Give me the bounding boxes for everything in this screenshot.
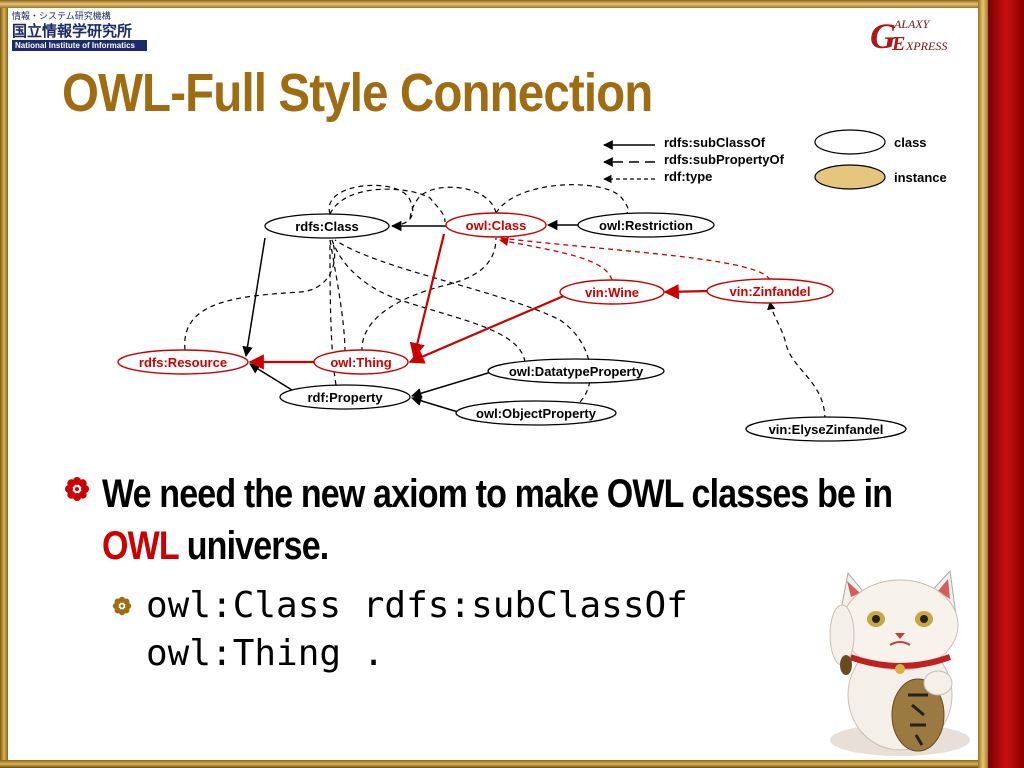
node-owl-thing-label: owl:Thing xyxy=(330,355,391,370)
edge-objectproperty-sub-property xyxy=(410,395,459,413)
org-line3: National Institute of Informatics xyxy=(12,40,147,51)
node-owl-datatypeproperty: owl:DatatypeProperty xyxy=(487,358,665,384)
logo-letter-e: E xyxy=(891,33,905,55)
frame-red-right xyxy=(988,0,1024,768)
legend-instance-shape xyxy=(814,164,886,190)
code-line2: owl:Thing . xyxy=(146,633,385,674)
nii-logo: 情報・システム研究機構 国立情報学研究所 National Institute … xyxy=(12,12,147,54)
logo-letter-g: G xyxy=(870,16,896,56)
edge-datatype-type-class xyxy=(331,239,526,363)
red-subclass-edges xyxy=(248,233,711,370)
owl-diagram: rdfs:subClassOf rdfs:subPropertyOf rdf:t… xyxy=(117,129,947,442)
red-type-edges xyxy=(499,237,771,281)
legend-subproperty-label: rdfs:subPropertyOf xyxy=(664,152,785,167)
edge-wine-type-owlclass xyxy=(499,237,613,281)
edge-elyse-type-zinfandel xyxy=(767,301,826,421)
node-rdf-property-label: rdf:Property xyxy=(307,390,383,405)
legend-instance-label: instance xyxy=(894,170,947,185)
edge-rdfsclass-sub-resource xyxy=(242,237,266,358)
logo-word-xpress: XPRESS xyxy=(905,39,947,53)
node-rdfs-resource-label: rdfs:Resource xyxy=(139,355,227,370)
edge-restriction-type-owlclass xyxy=(495,184,629,215)
legend: rdfs:subClassOf rdfs:subPropertyOf rdf:t… xyxy=(603,129,947,190)
edge-class-type-restriction xyxy=(329,188,446,223)
frame-left xyxy=(0,0,8,768)
type-edges xyxy=(184,184,826,421)
edge-wine-sub-thing xyxy=(408,293,567,364)
node-owl-class: owl:Class xyxy=(445,212,547,238)
frame-bottom xyxy=(0,760,1024,768)
org-line1: 情報・システム研究機構 xyxy=(12,12,111,22)
legend-class-label: class xyxy=(894,135,927,150)
node-vin-elysezinfandel-label: vin:ElyseZinfandel xyxy=(769,422,884,437)
node-owl-datatypeproperty-label: owl:DatatypeProperty xyxy=(509,364,644,379)
frame-top xyxy=(0,0,1024,8)
edge-owlclass-type-rdfsclass xyxy=(409,186,497,223)
edge-zinfandel-type-owlclass xyxy=(499,237,771,281)
edge-objectproperty-type-class xyxy=(334,239,591,403)
bullet-main-text: We need the new axiom to make OWL classe… xyxy=(102,468,969,572)
node-owl-objectproperty-label: owl:ObjectProperty xyxy=(476,406,597,421)
frame-gold-right xyxy=(978,0,988,768)
node-rdfs-class: rdfs:Class xyxy=(264,213,390,239)
edge-zinfandel-sub-wine xyxy=(663,283,711,300)
node-vin-wine: vin:Wine xyxy=(559,279,665,305)
subclass-edges xyxy=(242,219,578,413)
node-rdfs-resource: rdfs:Resource xyxy=(117,349,249,375)
node-vin-zinfandel-label: vin:Zinfandel xyxy=(730,284,811,299)
node-owl-objectproperty: owl:ObjectProperty xyxy=(455,400,617,426)
node-vin-zinfandel: vin:Zinfandel xyxy=(706,278,834,304)
node-rdfs-class-label: rdfs:Class xyxy=(295,219,359,234)
bullet-main-highlight: OWL xyxy=(102,524,179,568)
flower-icon xyxy=(112,596,132,616)
galaxy-express-logo: G ALAXY E XPRESS xyxy=(870,16,947,56)
edge-datatype-sub-property xyxy=(410,369,499,399)
edge-owlclass-sub-thing xyxy=(409,233,446,359)
edge-resource-type-class xyxy=(184,239,336,351)
legend-type-label: rdf:type xyxy=(664,169,712,184)
flower-icon xyxy=(65,477,89,501)
maneki-neko-cat xyxy=(829,569,970,756)
code-line1: owl:Class rdfs:subClassOf xyxy=(146,585,688,626)
edge-thing-type-class xyxy=(329,239,346,353)
bullet-code-text: owl:Class rdfs:subClassOf owl:Thing . xyxy=(146,582,688,678)
node-owl-restriction-label: owl:Restriction xyxy=(599,218,693,233)
legend-subclass-label: rdfs:subClassOf xyxy=(664,135,766,150)
logo-word-alaxy: ALAXY xyxy=(893,17,931,31)
node-owl-thing: owl:Thing xyxy=(313,349,409,375)
legend-class-shape xyxy=(814,129,886,155)
bullet-main-part1: We need the new axiom to make OWL classe… xyxy=(102,472,893,516)
slide-title: OWL-Full Style Connection xyxy=(62,63,653,123)
node-owl-restriction: owl:Restriction xyxy=(577,212,715,238)
node-owl-class-label: owl:Class xyxy=(466,218,527,233)
edge-class-type-class xyxy=(328,184,414,227)
node-rdf-property: rdf:Property xyxy=(279,384,411,410)
org-line2: 国立情報学研究所 xyxy=(12,22,133,40)
node-vin-wine-label: vin:Wine xyxy=(585,285,639,300)
node-vin-elysezinfandel: vin:ElyseZinfandel xyxy=(745,416,907,442)
bullet-main-part2: universe. xyxy=(178,524,330,568)
